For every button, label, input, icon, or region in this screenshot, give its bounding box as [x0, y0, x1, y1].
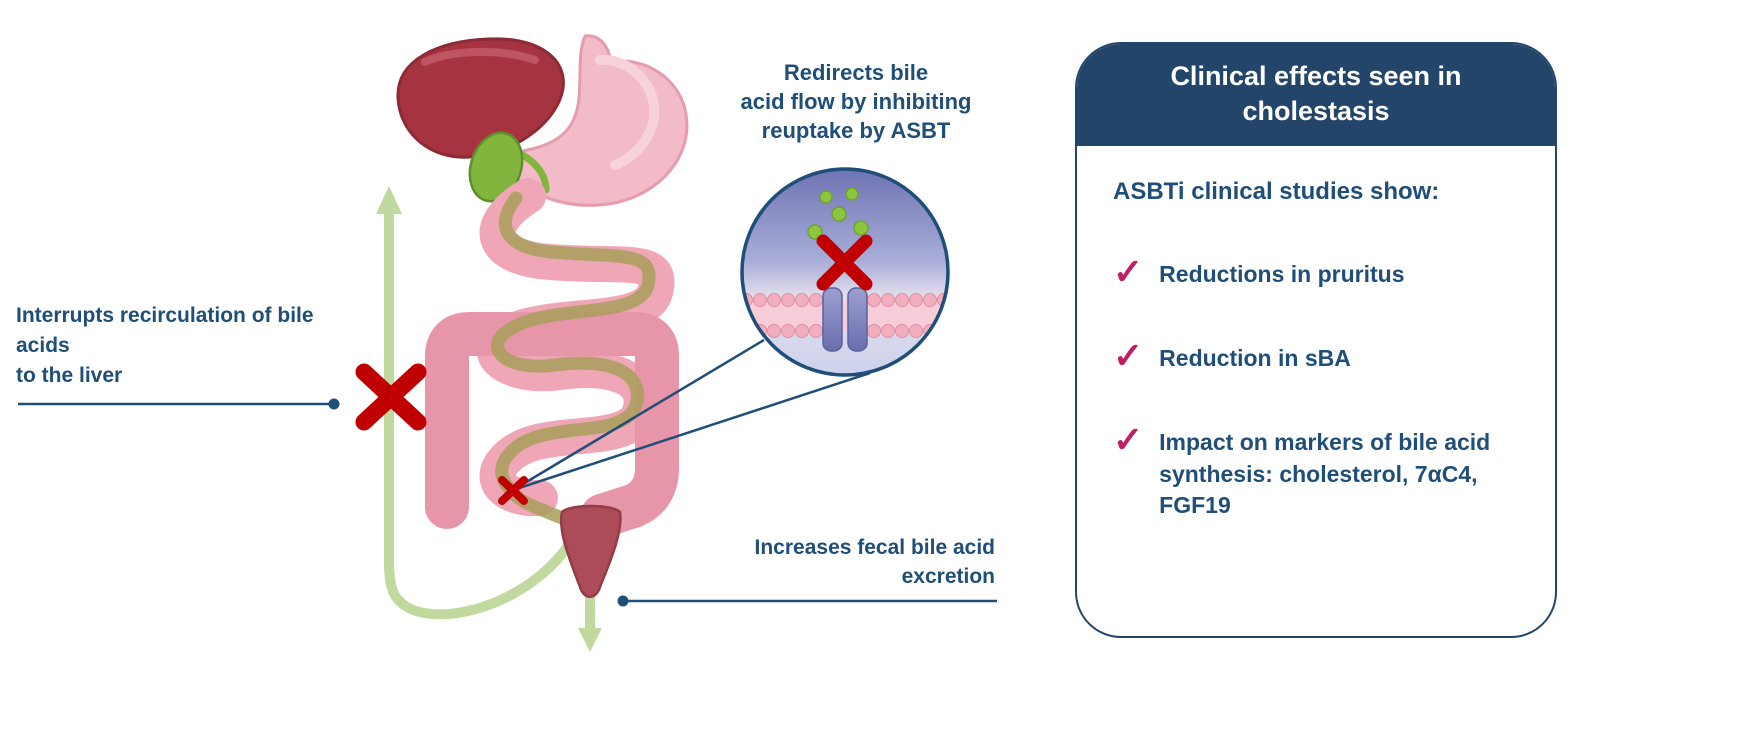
- increases-connector-line: [617, 595, 997, 607]
- interrupts-recirculation-label: Interrupts recirculation of bile acids t…: [16, 304, 314, 387]
- clinical-effect-item: ✓ Reduction in sBA: [1113, 335, 1519, 377]
- panel-body: ASBTi clinical studies show: ✓ Reduction…: [1077, 146, 1555, 542]
- excretion-arrowhead: [578, 628, 602, 652]
- clinical-effect-item: ✓ Reductions in pruritus: [1113, 251, 1519, 293]
- bile-acid-dots: [807, 187, 869, 240]
- inset-connector-line-right: [512, 371, 871, 492]
- gallbladder-shape: [468, 131, 524, 203]
- checkmark-icon: ✓: [1113, 251, 1144, 293]
- checkmark-icon: ✓: [1113, 418, 1144, 460]
- liver-shape: [396, 37, 565, 159]
- panel-intro: ASBTi clinical studies show:: [1113, 178, 1440, 206]
- recirculation-arrowhead: [376, 186, 402, 214]
- redirects-bile-label: Redirects bile acid flow by inhibiting r…: [740, 60, 972, 144]
- clinical-effects-panel: Clinical effects seen in cholestasis ASB…: [1075, 42, 1557, 638]
- membrane-lipid-heads: [742, 293, 948, 338]
- anatomy-illustration: [18, 34, 997, 652]
- big-cross-icon: [355, 363, 427, 431]
- recirculation-arrow: [384, 207, 577, 620]
- clinical-effect-item: ✓ Impact on markers of bile acid synthes…: [1113, 418, 1519, 522]
- small-cross-icon: [498, 476, 528, 505]
- stomach-highlight: [595, 54, 660, 170]
- rectum-shape: [559, 504, 622, 598]
- asbt-inset-circle: [740, 167, 950, 377]
- increases-excretion-label: Increases fecal bile acid excretion: [754, 536, 995, 588]
- effect-item-text: Reductions in pruritus: [1159, 261, 1405, 288]
- effect-item-text: Reduction in sBA: [1159, 345, 1351, 372]
- effect-item-text: Impact on markers of bile acid synthesis…: [1159, 428, 1491, 519]
- liver-highlight: [421, 47, 539, 66]
- inset-connector-line-left: [512, 338, 765, 492]
- interrupts-connector-line: [18, 398, 340, 410]
- panel-title: Clinical effects seen in cholestasis: [1077, 44, 1555, 147]
- colon-shape: [425, 312, 679, 538]
- inset-cross-icon: [816, 234, 873, 291]
- checkmark-icon: ✓: [1113, 335, 1144, 377]
- channel-protein: [822, 287, 868, 352]
